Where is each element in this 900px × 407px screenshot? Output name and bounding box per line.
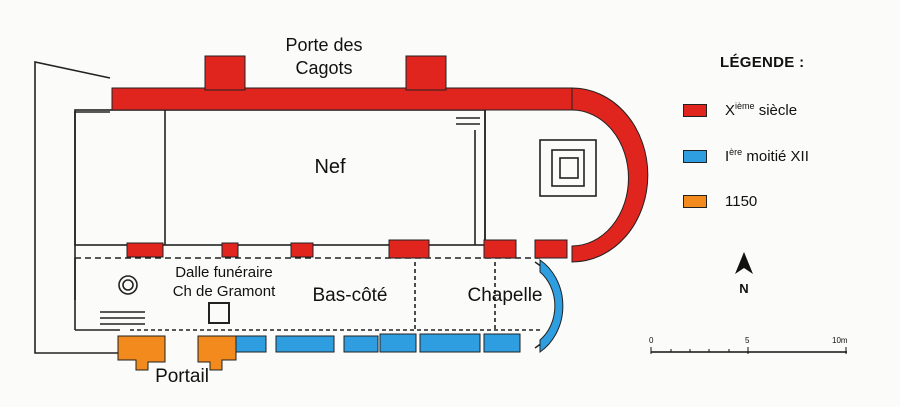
north-label: N <box>739 281 749 296</box>
chapelle-label: Chapelle <box>467 285 543 306</box>
blue-walls-xii <box>231 259 564 353</box>
north-arrow: N <box>733 252 755 296</box>
scale-tick-5: 5 <box>745 336 750 345</box>
legend-title: LÉGENDE : <box>720 54 805 71</box>
scale-tick-10m: 10m <box>832 336 848 345</box>
legend-item-xii: Ière moitié XII <box>683 145 809 167</box>
orange-portal-1150 <box>117 335 237 371</box>
legend-text-1150: 1150 <box>725 192 758 210</box>
scale-tick-0: 0 <box>649 336 654 345</box>
legend-swatch-1150 <box>683 194 707 208</box>
legend-item-xi: Xième siècle <box>683 99 797 121</box>
legend-text-xii: Ière moitié XII <box>725 147 809 165</box>
red-walls-xi <box>111 55 649 263</box>
bas-cote-label: Bas-côté <box>312 285 388 306</box>
legend-item-1150: 1150 <box>683 190 757 212</box>
nef-label: Nef <box>314 156 346 178</box>
portail-label: Portail <box>155 366 209 387</box>
legend-swatch-xi <box>683 103 707 117</box>
walls-outline <box>34 61 597 354</box>
scale-bar: 0 5 10m <box>649 336 849 356</box>
legend-text-xi: Xième siècle <box>725 101 798 119</box>
north-arrow-icon <box>735 252 753 274</box>
scale-bar-graphic <box>650 347 847 354</box>
legend-swatch-xii <box>683 149 707 163</box>
